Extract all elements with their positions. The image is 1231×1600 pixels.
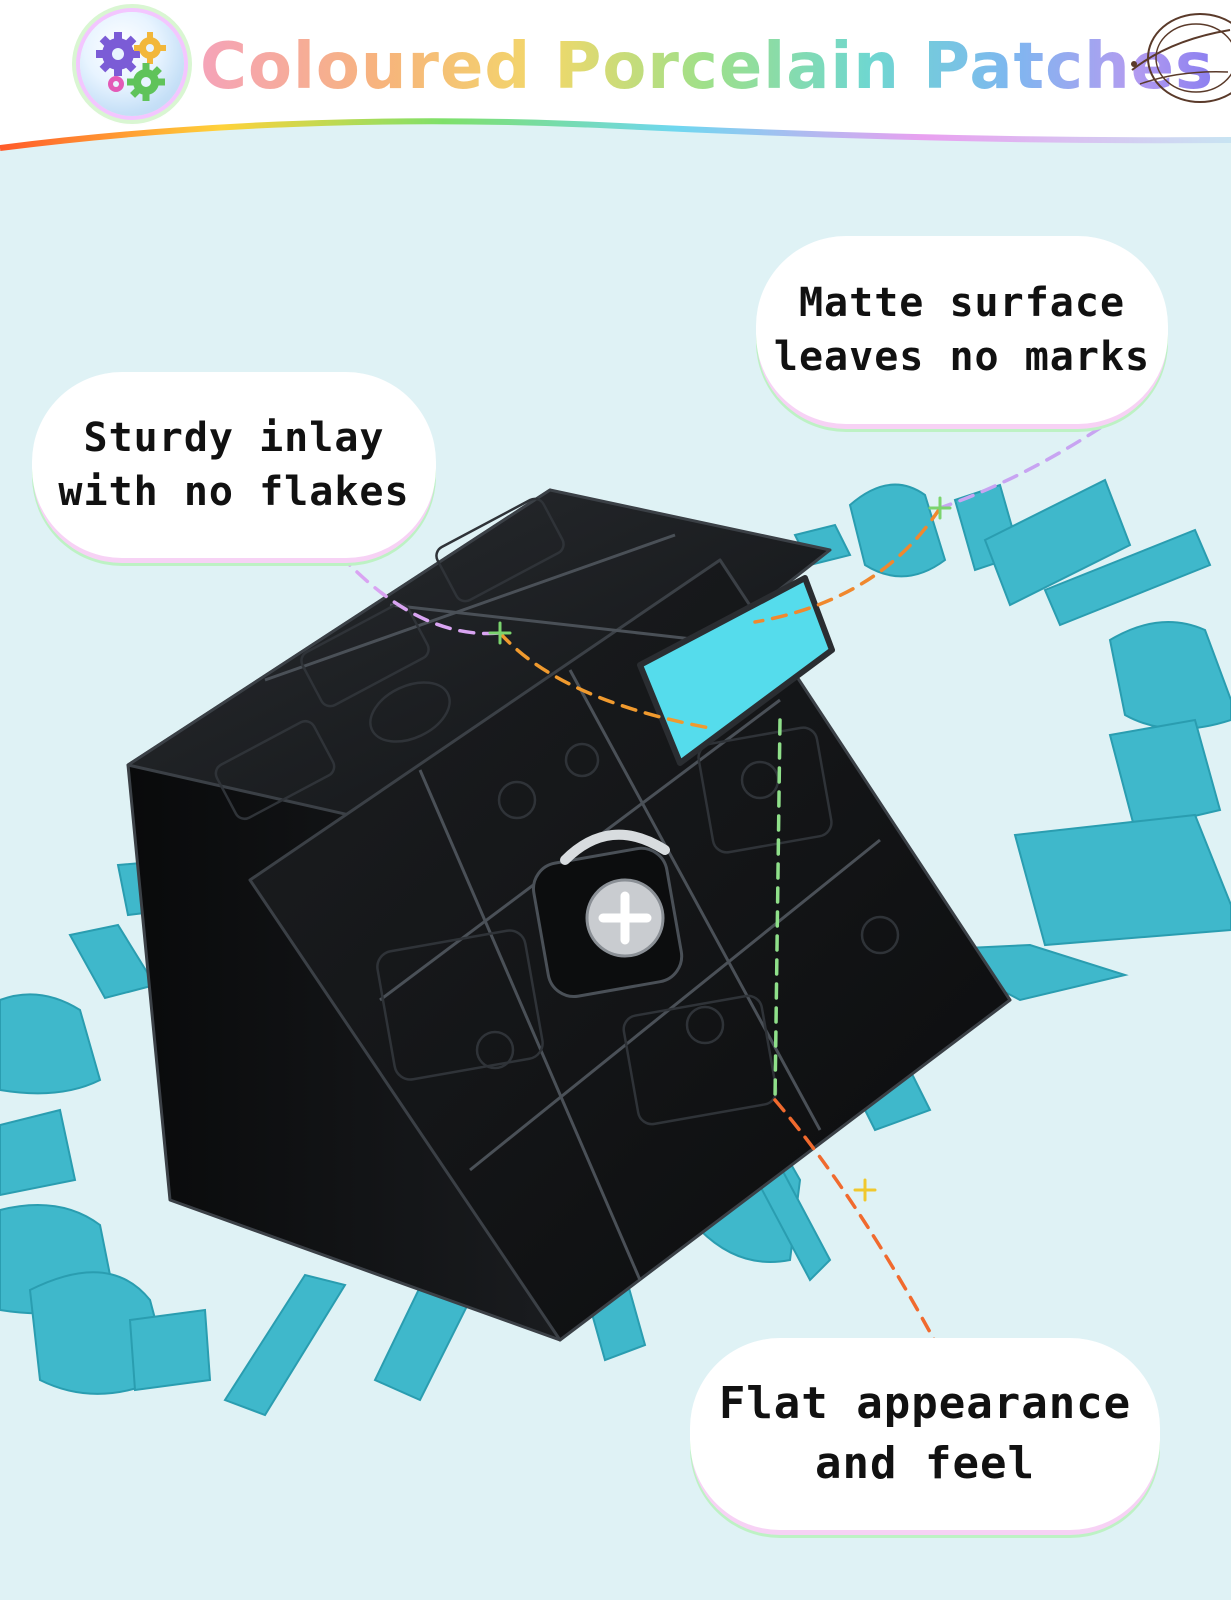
callout-matte-surface: Matte surface leaves no marks — [756, 236, 1168, 424]
exploded-cube-illustration — [0, 426, 1231, 1417]
callout-flat-appearance: Flat appearance and feel — [690, 1338, 1160, 1530]
cube-details — [214, 497, 900, 1126]
planet-doodle-icon — [1131, 13, 1231, 103]
callout-sturdy-line1: Sturdy inlay — [83, 415, 385, 461]
inlaid-patch — [637, 575, 835, 766]
callout-flat-line2: and feel — [815, 1438, 1035, 1489]
connector-markers — [488, 496, 952, 1202]
callout-flat-line1: Flat appearance — [718, 1378, 1132, 1429]
page-title: Coloured Porcelain Patches — [200, 22, 1214, 112]
rainbow-wave-divider — [0, 118, 1231, 180]
callout-sturdy-inlay: Sturdy inlay with no flakes — [32, 372, 436, 558]
header-banner: Coloured Porcelain Patches — [0, 0, 1231, 180]
callout-connectors — [338, 426, 1102, 1362]
callout-matte-line1: Matte surface — [798, 280, 1126, 326]
callout-sturdy-line2: with no flakes — [58, 469, 410, 515]
center-screw — [532, 829, 684, 998]
gears-logo-icon — [80, 12, 184, 116]
callout-matte-line2: leaves no marks — [773, 334, 1151, 380]
